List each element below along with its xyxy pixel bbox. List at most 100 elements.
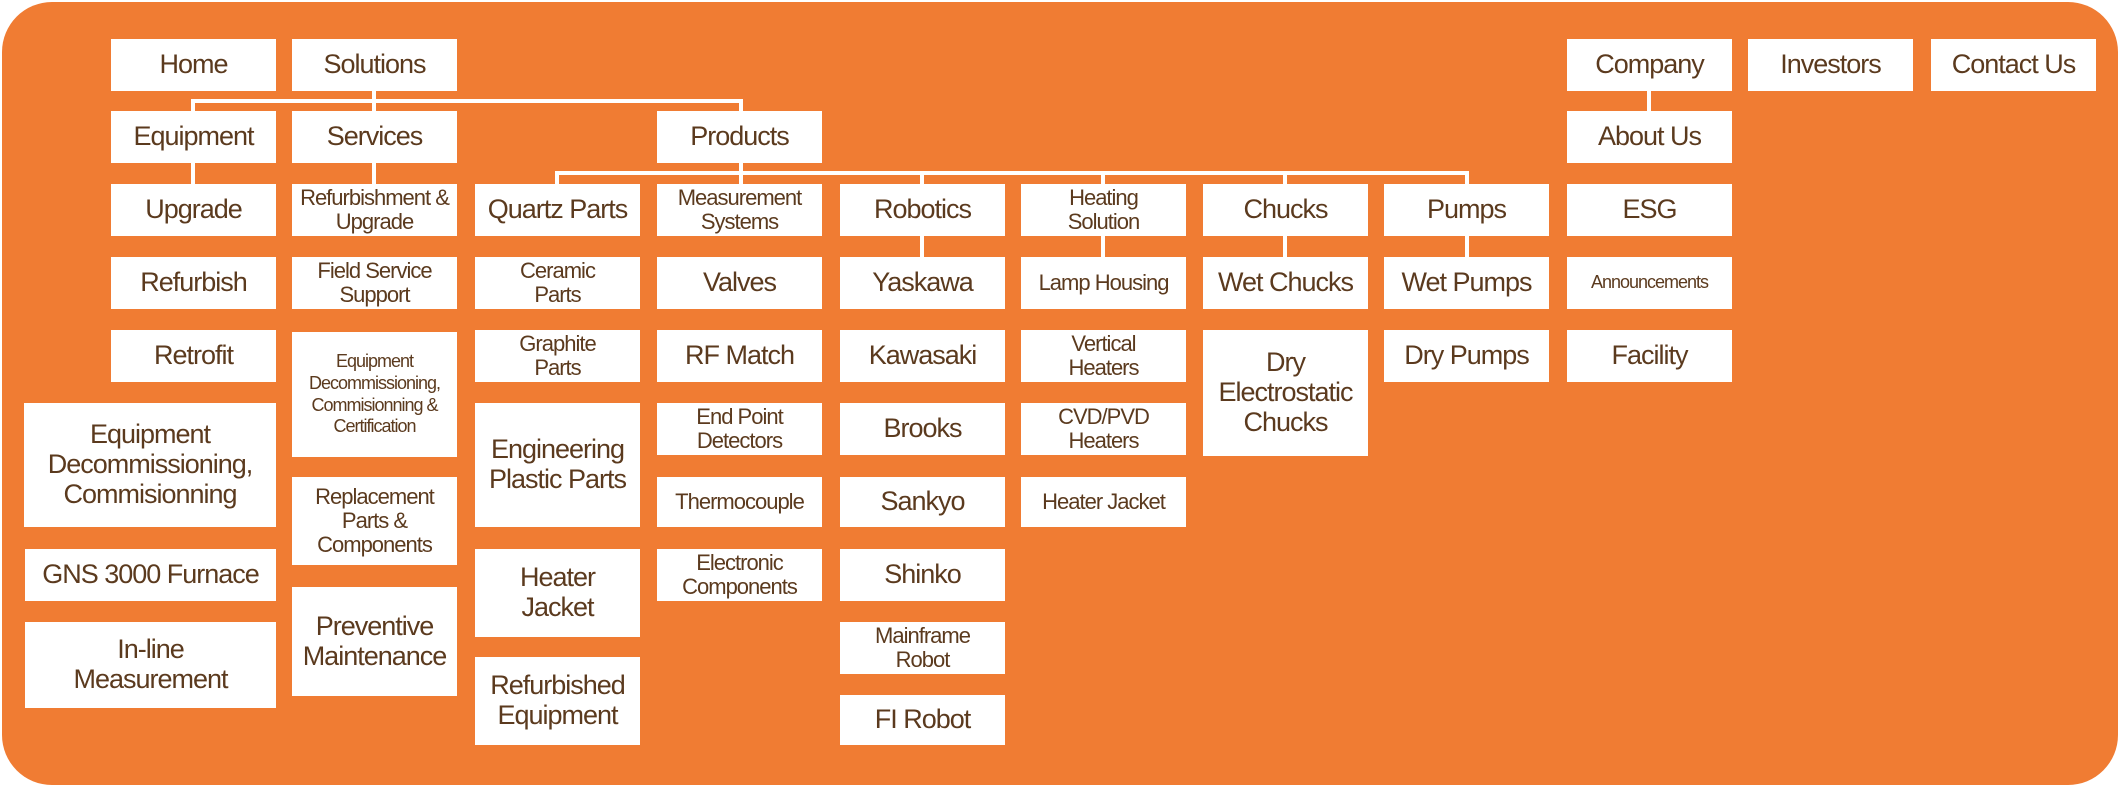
connector bbox=[1647, 90, 1651, 112]
connector bbox=[1283, 171, 1287, 185]
nav-retrofit[interactable]: Retrofit bbox=[111, 330, 276, 382]
connector bbox=[191, 99, 195, 112]
nav-fi-robot[interactable]: FI Robot bbox=[840, 695, 1005, 745]
nav-facility[interactable]: Facility bbox=[1567, 330, 1732, 382]
nav-dry-pumps[interactable]: Dry Pumps bbox=[1384, 330, 1549, 382]
nav-refurbish[interactable]: Refurbish bbox=[111, 257, 276, 309]
connector bbox=[555, 171, 559, 185]
label: ESG bbox=[1622, 194, 1677, 225]
nav-yaskawa[interactable]: Yaskawa bbox=[840, 257, 1005, 309]
nav-announcements[interactable]: Announcements bbox=[1567, 257, 1732, 309]
nav-end-point-detectors[interactable]: End Point Detectors bbox=[657, 403, 822, 455]
label: Mainframe Robot bbox=[875, 623, 971, 672]
nav-dry-electrostatic-chucks[interactable]: Dry Electrostatic Chucks bbox=[1203, 330, 1368, 456]
nav-refurbished-equipment[interactable]: Refurbished Equipment bbox=[475, 657, 640, 745]
label: Wet Chucks bbox=[1217, 267, 1354, 298]
label: Electronic Components bbox=[682, 550, 798, 599]
nav-wet-pumps[interactable]: Wet Pumps bbox=[1384, 257, 1549, 309]
label: Services bbox=[326, 121, 424, 152]
nav-rf-match[interactable]: RF Match bbox=[657, 330, 822, 382]
nav-shinko[interactable]: Shinko bbox=[840, 549, 1005, 601]
nav-products[interactable]: Products bbox=[657, 111, 822, 163]
nav-equipment-decommissioning[interactable]: Equipment Decommissioning, Commisionning bbox=[24, 403, 276, 527]
nav-replacement-parts[interactable]: Replacement Parts & Components bbox=[292, 477, 457, 565]
connector bbox=[191, 162, 195, 185]
nav-ceramic-parts[interactable]: Ceramic Parts bbox=[475, 257, 640, 309]
nav-investors[interactable]: Investors bbox=[1748, 39, 1913, 91]
label: Company bbox=[1595, 49, 1705, 80]
label: Investors bbox=[1780, 49, 1882, 80]
nav-upgrade[interactable]: Upgrade bbox=[111, 184, 276, 236]
label: GNS 3000 Furnace bbox=[42, 559, 260, 590]
nav-quartz-parts[interactable]: Quartz Parts bbox=[475, 184, 640, 236]
label: Heater Jacket bbox=[1042, 489, 1166, 515]
label: Lamp Housing bbox=[1038, 270, 1170, 296]
nav-home[interactable]: Home bbox=[111, 39, 276, 91]
nav-chucks[interactable]: Chucks bbox=[1203, 184, 1368, 236]
connector bbox=[1465, 235, 1469, 258]
label: Chucks bbox=[1243, 194, 1328, 225]
nav-electronic-components[interactable]: Electronic Components bbox=[657, 549, 822, 601]
label: Wet Pumps bbox=[1401, 267, 1532, 298]
nav-heater-jacket-quartz[interactable]: Heater Jacket bbox=[475, 549, 640, 637]
nav-contact-us[interactable]: Contact Us bbox=[1931, 39, 2096, 91]
connector bbox=[920, 235, 924, 258]
connector bbox=[739, 99, 743, 112]
nav-thermocouple[interactable]: Thermocouple bbox=[657, 477, 822, 527]
nav-services-decommissioning[interactable]: Equipment Decommissioning, Commisionning… bbox=[292, 332, 457, 457]
nav-cvd-pvd-heaters[interactable]: CVD/PVD Heaters bbox=[1021, 403, 1186, 455]
label: Brooks bbox=[883, 413, 962, 444]
nav-sankyo[interactable]: Sankyo bbox=[840, 477, 1005, 527]
nav-preventive-maintenance[interactable]: Preventive Maintenance bbox=[292, 587, 457, 696]
label: Robotics bbox=[873, 194, 972, 225]
nav-lamp-housing[interactable]: Lamp Housing bbox=[1021, 257, 1186, 309]
nav-heating-solution[interactable]: Heating Solution bbox=[1021, 184, 1186, 236]
label: Equipment Decommissioning, Commisionning bbox=[47, 419, 254, 509]
nav-pumps[interactable]: Pumps bbox=[1384, 184, 1549, 236]
nav-gns-3000-furnace[interactable]: GNS 3000 Furnace bbox=[25, 549, 276, 601]
label: Sankyo bbox=[880, 486, 965, 517]
label: Thermocouple bbox=[675, 489, 805, 515]
label: Shinko bbox=[884, 559, 962, 590]
nav-robotics[interactable]: Robotics bbox=[840, 184, 1005, 236]
nav-esg[interactable]: ESG bbox=[1567, 184, 1732, 236]
label: Announcements bbox=[1590, 272, 1709, 293]
label: Kawasaki bbox=[868, 340, 978, 371]
nav-heater-jacket-heating[interactable]: Heater Jacket bbox=[1021, 477, 1186, 527]
label: Field Service Support bbox=[317, 258, 432, 307]
label: Retrofit bbox=[153, 340, 234, 371]
connector bbox=[1101, 171, 1105, 185]
nav-valves[interactable]: Valves bbox=[657, 257, 822, 309]
label: Graphite Parts bbox=[519, 331, 596, 380]
nav-vertical-heaters[interactable]: Vertical Heaters bbox=[1021, 330, 1186, 382]
nav-refurbishment-upgrade[interactable]: Refurbishment & Upgrade bbox=[292, 184, 457, 236]
nav-inline-measurement[interactable]: In-line Measurement bbox=[25, 622, 276, 708]
label: Refurbish bbox=[140, 267, 248, 298]
nav-graphite-parts[interactable]: Graphite Parts bbox=[475, 330, 640, 382]
nav-measurement-systems[interactable]: Measurement Systems bbox=[657, 184, 822, 236]
connector bbox=[1101, 235, 1105, 258]
label: Contact Us bbox=[1951, 49, 2077, 80]
nav-wet-chucks[interactable]: Wet Chucks bbox=[1203, 257, 1368, 309]
connector bbox=[1465, 171, 1469, 185]
label: Equipment bbox=[133, 121, 254, 152]
label: Heater Jacket bbox=[519, 562, 596, 622]
label: Pumps bbox=[1426, 194, 1507, 225]
nav-solutions[interactable]: Solutions bbox=[292, 39, 457, 91]
connector bbox=[372, 162, 376, 185]
nav-services[interactable]: Services bbox=[292, 111, 457, 163]
label: Refurbished Equipment bbox=[490, 670, 626, 730]
label: In-line Measurement bbox=[73, 634, 228, 694]
label: Measurement Systems bbox=[677, 185, 803, 234]
nav-brooks[interactable]: Brooks bbox=[840, 403, 1005, 455]
nav-company[interactable]: Company bbox=[1567, 39, 1732, 91]
label: Products bbox=[690, 121, 790, 152]
label: Facility bbox=[1611, 340, 1688, 371]
nav-equipment[interactable]: Equipment bbox=[111, 111, 276, 163]
label: Solutions bbox=[323, 49, 426, 80]
nav-about-us[interactable]: About Us bbox=[1567, 111, 1732, 163]
nav-field-service-support[interactable]: Field Service Support bbox=[292, 257, 457, 309]
nav-mainframe-robot[interactable]: Mainframe Robot bbox=[840, 622, 1005, 674]
nav-engineering-plastic-parts[interactable]: Engineering Plastic Parts bbox=[475, 403, 640, 527]
nav-kawasaki[interactable]: Kawasaki bbox=[840, 330, 1005, 382]
